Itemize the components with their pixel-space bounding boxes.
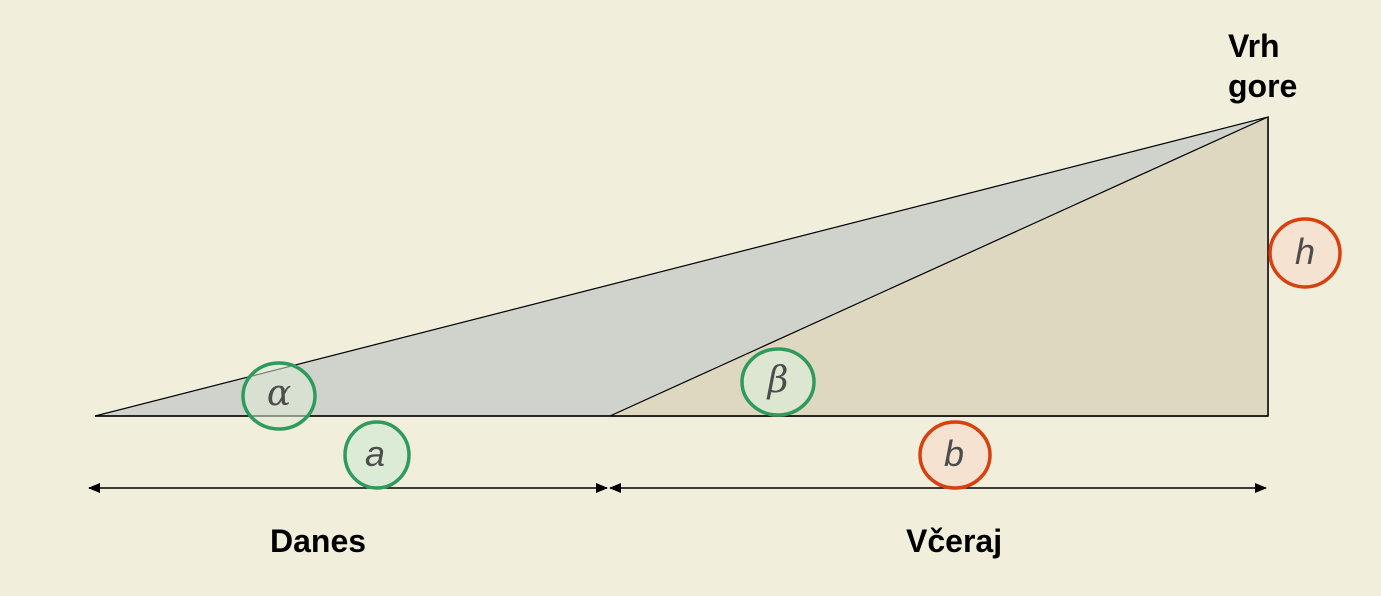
yesterday-label: Včeraj	[906, 523, 1003, 559]
a-circle	[343, 420, 411, 490]
b-symbol: b	[943, 433, 965, 474]
today-label: Danes	[270, 523, 367, 559]
beta-symbol: β	[767, 360, 789, 401]
h-circle	[1268, 217, 1342, 289]
alpha-circle	[241, 361, 317, 431]
a-symbol: a	[364, 433, 386, 474]
alpha-symbol: α	[266, 373, 292, 414]
h-symbol: h	[1294, 231, 1316, 272]
beta-circle	[740, 347, 816, 417]
peak-label: Vrh gore	[1228, 28, 1298, 104]
b-circle	[918, 420, 992, 490]
